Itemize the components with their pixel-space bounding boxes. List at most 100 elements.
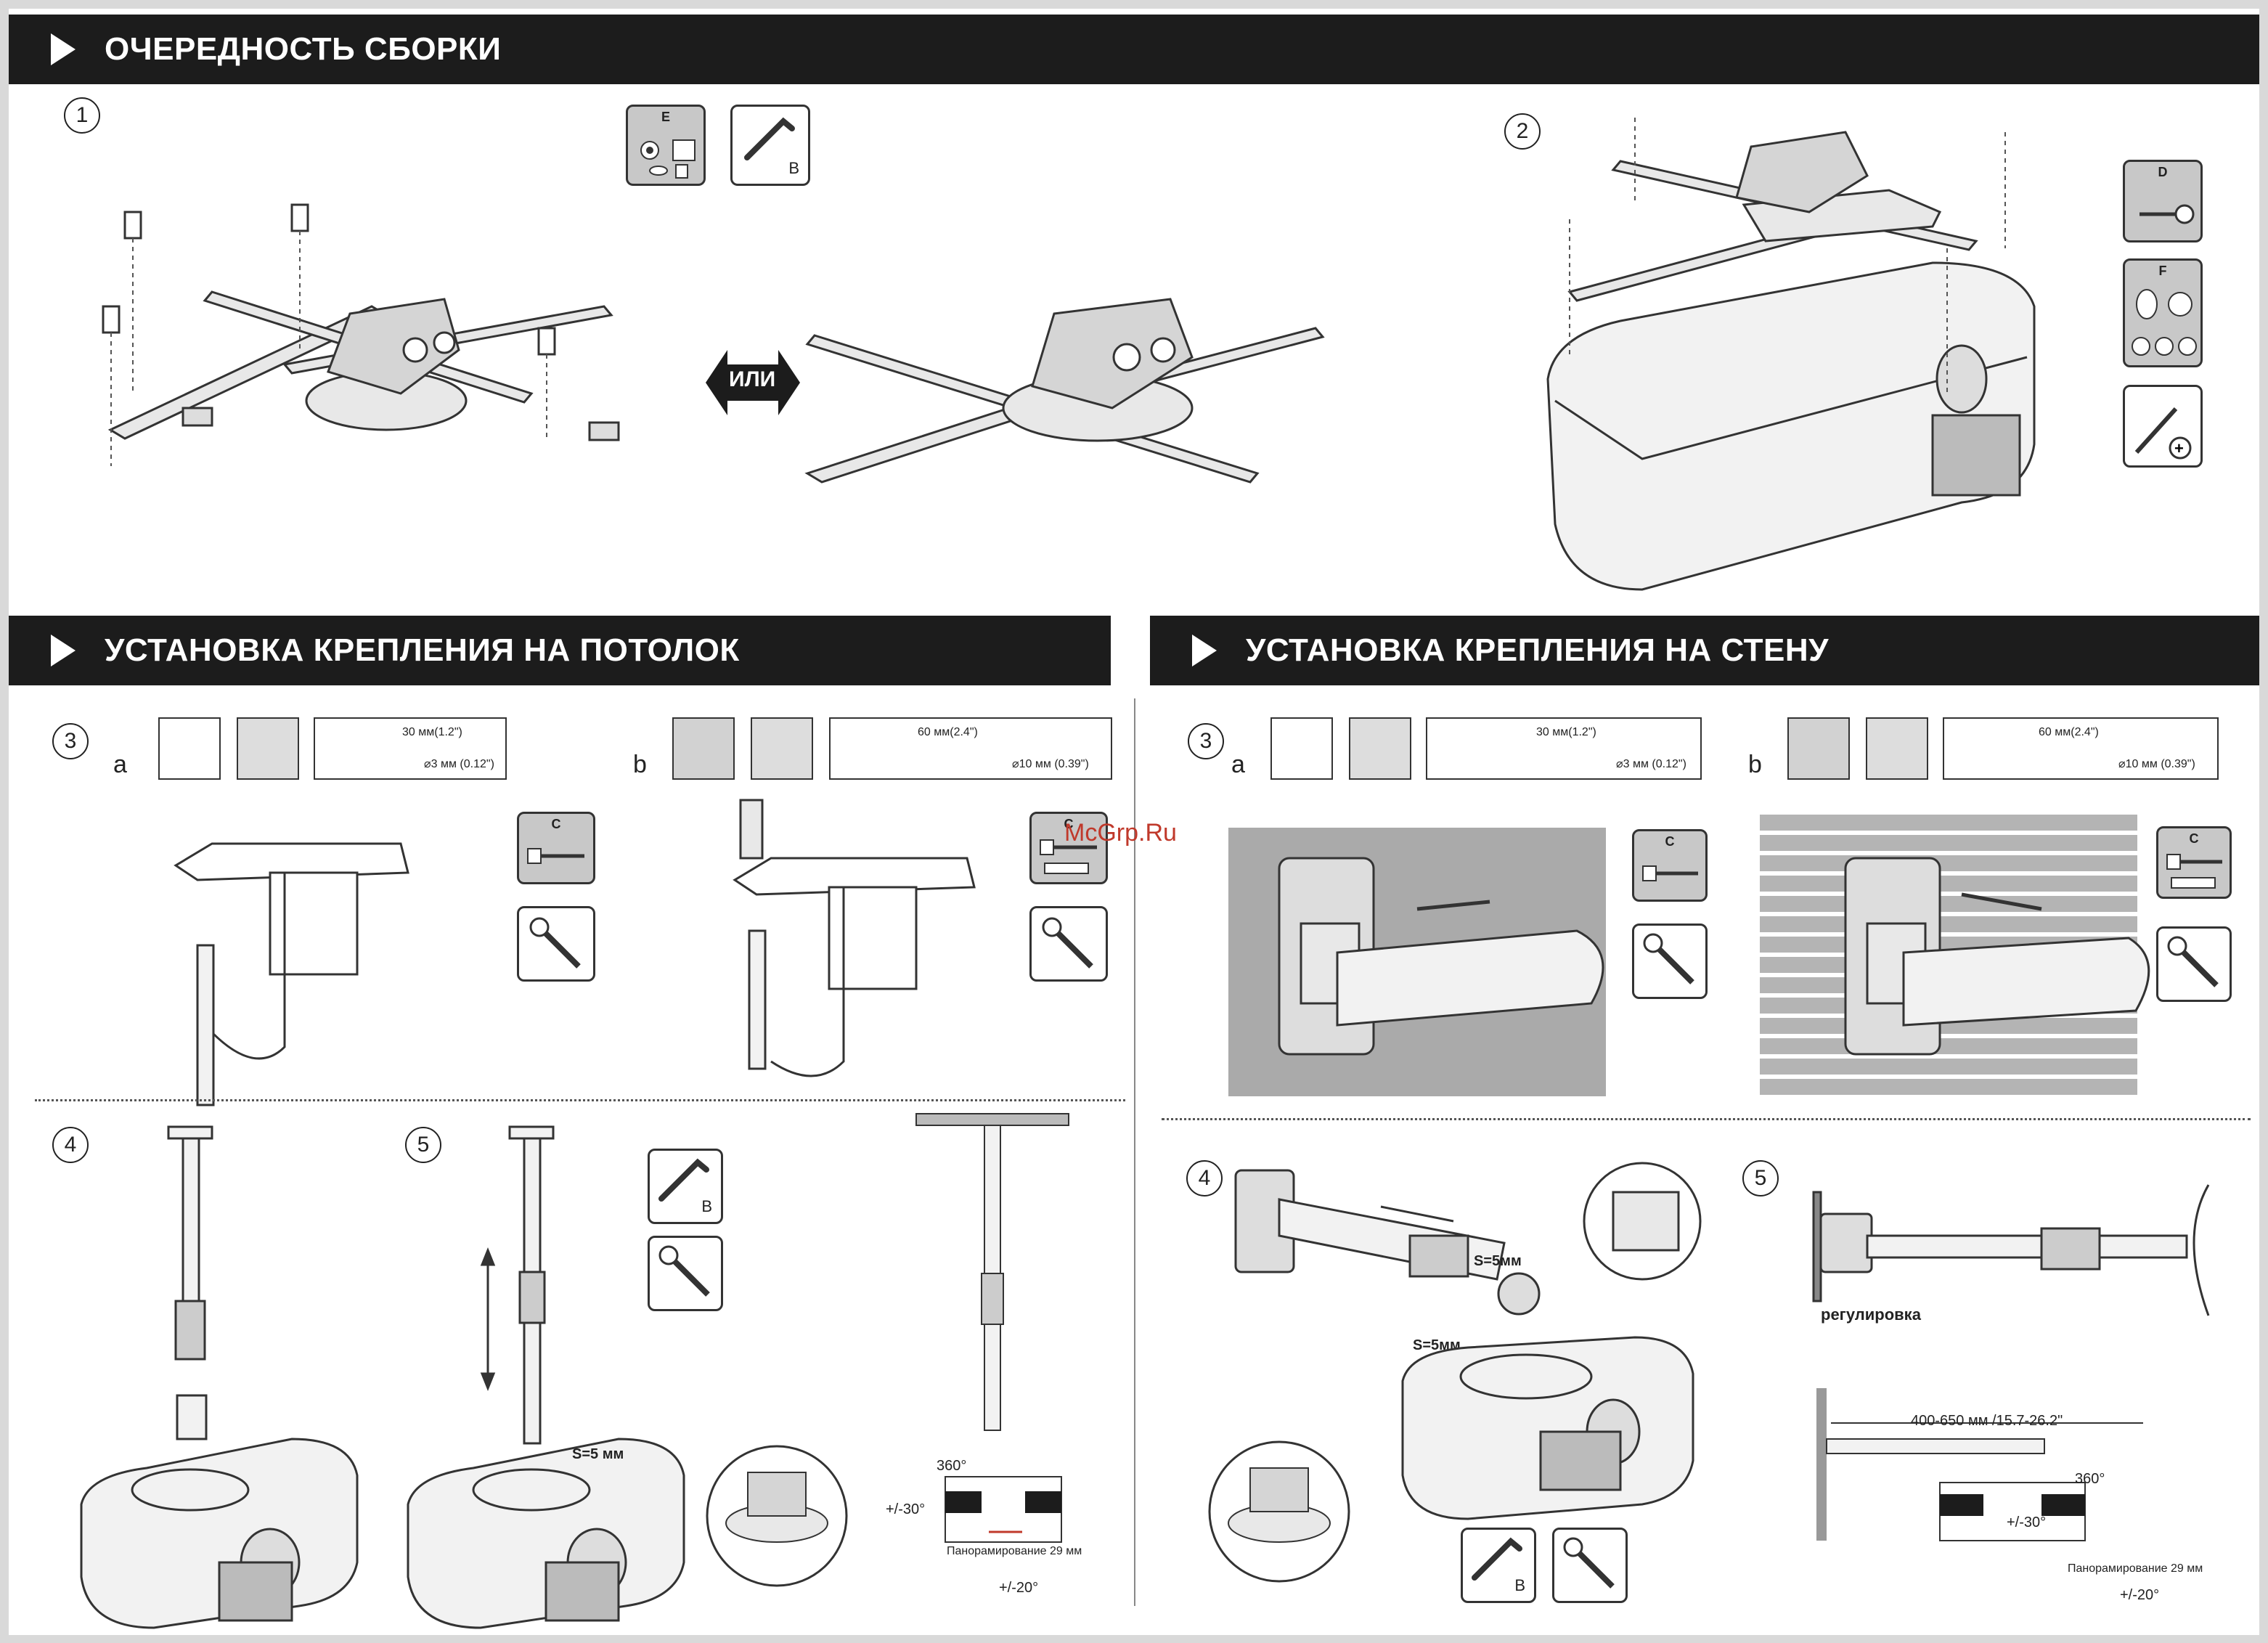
wrench-card-2	[1029, 906, 1108, 982]
screwdriver-icon: +	[2134, 407, 2192, 460]
ceiling-plate-brick	[733, 799, 976, 1077]
part-b-label: B	[788, 159, 799, 177]
wall-step-3: 3	[1188, 723, 1224, 759]
part-c-label: C	[2189, 831, 2199, 846]
length-label: 400-650 мм /15.7-26.2"	[1911, 1413, 2063, 1429]
wrench-icon	[1563, 1537, 1615, 1589]
wall-wrench-card-3	[1552, 1528, 1628, 1603]
spider-mount-exploded	[102, 203, 620, 466]
part-f-label: F	[2158, 264, 2167, 278]
washers-icon	[2132, 289, 2197, 356]
wall-variant-b-label: b	[1748, 751, 1762, 778]
step-number-1: 1	[64, 97, 100, 134]
washer-nut-icon	[640, 139, 696, 179]
wood-wall-icon	[1270, 717, 1333, 780]
wall-tilt-label: +/-30°	[2007, 1514, 2047, 1530]
wall-step-4: 4	[1186, 1160, 1223, 1196]
ceiling-step-5: 5	[405, 1127, 441, 1163]
drill-depth-brick: 60 мм(2.4")	[918, 726, 978, 738]
drill-diameter-brick: ⌀10 мм (0.39")	[1012, 758, 1089, 770]
adjust-label: регулировка	[1821, 1305, 1921, 1324]
part-c-label: C	[1064, 817, 1074, 831]
bolt-anchor-icon	[1040, 839, 1097, 874]
ceiling-header: УСТАНОВКА КРЕПЛЕНИЯ НА ПОТОЛОК	[9, 616, 1111, 685]
wall-drill-diameter-wood: ⌀3 мм (0.12")	[1616, 758, 1686, 770]
ceiling-pole-install	[80, 1125, 359, 1629]
wall-plate-brick	[1844, 857, 2150, 1056]
play-triangle-icon	[51, 33, 76, 65]
wood-ceiling-icon	[158, 717, 221, 780]
wall-title: УСТАНОВКА КРЕПЛЕНИЯ НА СТЕНУ	[1246, 632, 1830, 668]
part-d-card: D	[2123, 160, 2203, 242]
wall-drill-depth-brick: 60 мм(2.4")	[2039, 726, 2099, 738]
wrench-card-1	[517, 906, 595, 982]
play-triangle-icon	[1192, 635, 1217, 666]
s5mm-label: S=5 мм	[572, 1446, 624, 1462]
allen-key-icon	[658, 1158, 709, 1202]
part-b-card-ceiling: B	[648, 1149, 723, 1224]
wall-header: УСТАНОВКА КРЕПЛЕНИЯ НА СТЕНУ	[1150, 616, 2259, 685]
wrench-icon	[658, 1245, 710, 1297]
drill-depth-wood: 30 мм(1.2")	[402, 726, 462, 738]
ceiling-plate-wood	[174, 842, 409, 1106]
part-b-label: B	[1514, 1576, 1525, 1594]
allen-key-icon	[744, 117, 795, 160]
wrench-icon	[529, 917, 581, 969]
wall-drill-diameter-brick: ⌀10 мм (0.39")	[2118, 758, 2195, 770]
watermark-text: McGrp.Ru	[1064, 819, 1177, 847]
or-label: ИЛИ	[729, 367, 776, 391]
wall-range-diagram	[1816, 1388, 2143, 1541]
part-e-label: E	[661, 110, 670, 124]
swivel-label: +/-20°	[999, 1580, 1039, 1596]
wall-detail-zoom	[1208, 1440, 1350, 1583]
wrench-card-3	[648, 1236, 723, 1311]
wall-plate-wood	[1278, 857, 1604, 1056]
two-persons-icon	[1349, 717, 1411, 780]
screw-icon	[2139, 204, 2195, 224]
s5mm-wall-label-1: S=5мм	[1474, 1253, 1522, 1269]
step-number-2: 2	[1504, 113, 1541, 150]
brick-ceiling-icon	[672, 717, 735, 780]
two-persons-icon	[237, 717, 299, 780]
part-b-label: B	[701, 1197, 712, 1215]
wrench-icon	[2167, 936, 2219, 987]
wall-rotation-label: 360°	[2075, 1471, 2105, 1487]
projector-mount-attach	[1546, 118, 2036, 591]
play-triangle-icon	[51, 635, 76, 666]
detail-zoom-circle	[706, 1445, 848, 1587]
manual-page: ОЧЕРЕДНОСТЬ СБОРКИ УСТАНОВКА КРЕПЛЕНИЯ Н…	[9, 9, 2259, 1635]
ceiling-divider	[35, 1099, 1125, 1101]
ceiling-title: УСТАНОВКА КРЕПЛЕНИЯ НА ПОТОЛОК	[105, 632, 740, 668]
wall-swivel-label: +/-20°	[2120, 1587, 2160, 1603]
or-double-arrow-icon	[706, 350, 800, 415]
wall-step-5: 5	[1742, 1160, 1779, 1196]
ceiling-step-3: 3	[52, 723, 89, 759]
tilt-label: +/-30°	[886, 1501, 926, 1517]
part-c-card-2: C	[1029, 812, 1108, 884]
wall-divider	[1162, 1118, 2251, 1120]
variant-b-label: b	[633, 751, 647, 778]
part-d-label: D	[2158, 165, 2168, 179]
variant-a-label: a	[113, 751, 127, 778]
bolt-icon	[1642, 865, 1698, 881]
ceiling-step-4: 4	[52, 1127, 89, 1163]
screwdriver-card: +	[2123, 385, 2203, 468]
wall-arm-extension	[1812, 1184, 2210, 1316]
spider-mount-assembled	[804, 298, 1325, 484]
wrench-icon	[1643, 933, 1694, 984]
rotation-label: 360°	[937, 1458, 967, 1474]
wall-wrench-card-1	[1632, 924, 1708, 999]
part-b-card: B	[730, 105, 810, 186]
height-adjust-diagram	[407, 1125, 685, 1629]
drill-spec-wood: 30 мм(1.2") ⌀3 мм (0.12")	[314, 717, 507, 780]
drill-spec-brick: 60 мм(2.4") ⌀10 мм (0.39")	[829, 717, 1112, 780]
part-e-card: E	[626, 105, 706, 186]
pan-label: Панорамирование 29 мм	[947, 1545, 1082, 1557]
wrench-icon	[1042, 917, 1093, 969]
assembly-header: ОЧЕРЕДНОСТЬ СБОРКИ	[9, 15, 2259, 84]
drill-diameter-wood: ⌀3 мм (0.12")	[424, 758, 494, 770]
two-persons-icon	[1866, 717, 1928, 780]
wall-projector	[1401, 1336, 1694, 1520]
wall-drill-depth-wood: 30 мм(1.2")	[1536, 726, 1596, 738]
part-c-label: C	[551, 817, 561, 831]
